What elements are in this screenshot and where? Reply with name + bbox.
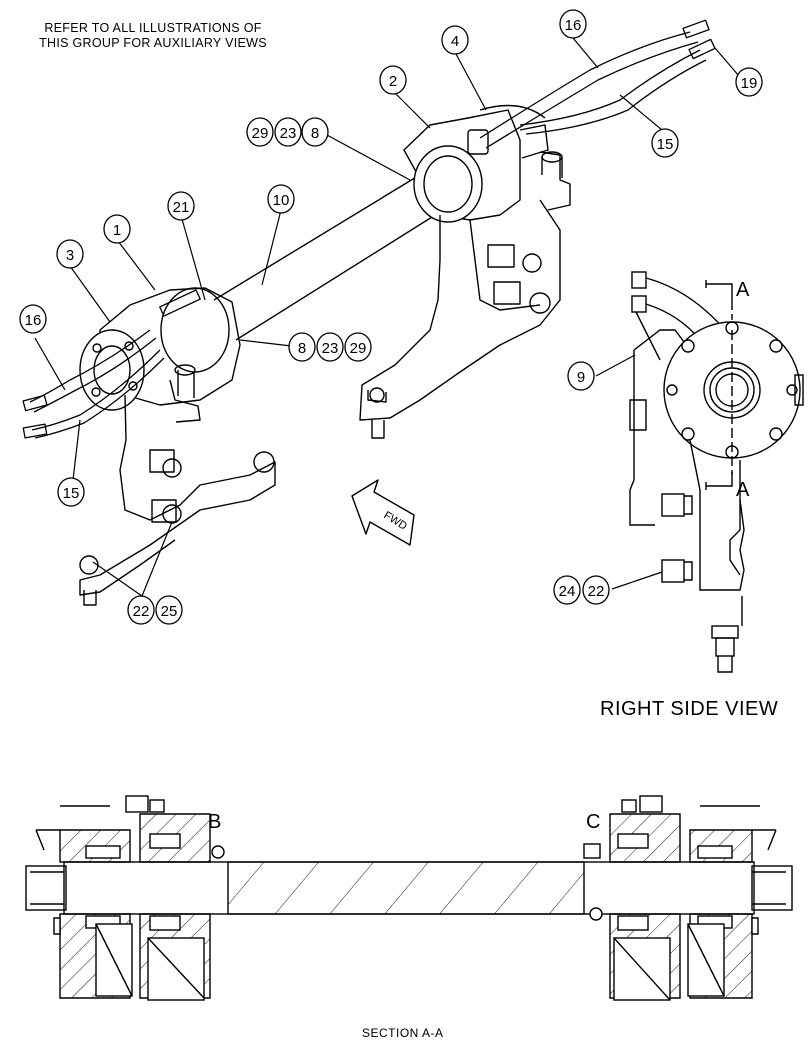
callout-2: 2 xyxy=(379,65,407,95)
callout-15-left-text: 15 xyxy=(63,485,80,502)
callout-3: 3 xyxy=(56,239,84,269)
callout-16-top: 16 xyxy=(559,9,587,39)
callout-4-text: 4 xyxy=(451,33,459,50)
callout-22-bottom-text: 22 xyxy=(133,603,150,620)
left-pivot-housing xyxy=(79,287,276,606)
callout-10-text: 10 xyxy=(273,192,290,209)
callout-25-text: 25 xyxy=(161,603,178,620)
callout-25: 25 xyxy=(155,595,183,625)
callout-16-left: 16 xyxy=(19,304,47,334)
hydraulic-hoses xyxy=(22,19,716,439)
section-marker-bottom: A xyxy=(736,479,750,501)
callout-24: 24 xyxy=(553,575,581,605)
callout-3-text: 3 xyxy=(66,247,74,264)
callout-1-text: 1 xyxy=(113,222,121,239)
callout-21-text: 21 xyxy=(173,199,190,216)
callout-4: 4 xyxy=(441,25,469,55)
leader-lines xyxy=(34,37,746,597)
callout-balloons: 16 19 4 2 15 29 23 8 10 21 1 3 16 8 23 2… xyxy=(19,9,763,625)
callout-19-text: 19 xyxy=(741,75,758,92)
callout-16-top-text: 16 xyxy=(565,17,582,34)
callout-22-right: 22 xyxy=(582,575,610,605)
callout-23-mid-text: 23 xyxy=(322,340,339,357)
callout-22-bottom: 22 xyxy=(127,595,155,625)
fwd-arrow xyxy=(351,479,415,546)
right-side-view-label: RIGHT SIDE VIEW xyxy=(600,698,779,720)
callout-9-text: 9 xyxy=(577,369,585,386)
axle-assembly-drawing xyxy=(22,19,716,606)
callout-9: 9 xyxy=(567,361,595,391)
callout-16-left-text: 16 xyxy=(25,312,42,329)
right-side-view-drawing xyxy=(629,271,804,673)
callout-10: 10 xyxy=(267,184,295,214)
callout-29-mid: 29 xyxy=(344,332,372,362)
callout-1: 1 xyxy=(103,214,131,244)
section-left-housing xyxy=(35,795,225,1001)
callout-15-top-text: 15 xyxy=(657,136,674,153)
callout-8-mid-text: 8 xyxy=(298,340,306,357)
callout-15-top: 15 xyxy=(651,128,679,158)
section-marker-top: A xyxy=(736,279,750,301)
callout-23-top: 23 xyxy=(274,117,302,147)
note-line-1: REFER TO ALL ILLUSTRATIONS OF xyxy=(44,21,262,35)
callout-22-right-text: 22 xyxy=(588,583,605,600)
right-pivot-housing xyxy=(359,104,571,439)
callout-8-top-text: 8 xyxy=(311,125,319,142)
callout-29-mid-text: 29 xyxy=(350,340,367,357)
callout-29-top: 29 xyxy=(246,117,274,147)
callout-8-mid: 8 xyxy=(288,332,316,362)
callout-19: 19 xyxy=(735,67,763,97)
section-right-housing xyxy=(583,795,777,1001)
detail-b-label: B xyxy=(208,811,221,833)
auxiliary-views-note: REFER TO ALL ILLUSTRATIONS OF THIS GROUP… xyxy=(18,21,288,51)
callout-2-text: 2 xyxy=(389,73,397,90)
callout-23-mid: 23 xyxy=(316,332,344,362)
callout-29-top-text: 29 xyxy=(252,125,269,142)
detail-c-label: C xyxy=(586,811,600,833)
callout-24-text: 24 xyxy=(559,583,576,600)
section-aa-label: SECTION A-A xyxy=(362,1026,444,1040)
callout-21: 21 xyxy=(167,191,195,221)
section-aa-drawing xyxy=(25,795,793,1001)
note-line-2: THIS GROUP FOR AUXILIARY VIEWS xyxy=(39,36,267,50)
callout-8-top: 8 xyxy=(301,117,329,147)
callout-15-left: 15 xyxy=(57,477,85,507)
callout-23-top-text: 23 xyxy=(280,125,297,142)
